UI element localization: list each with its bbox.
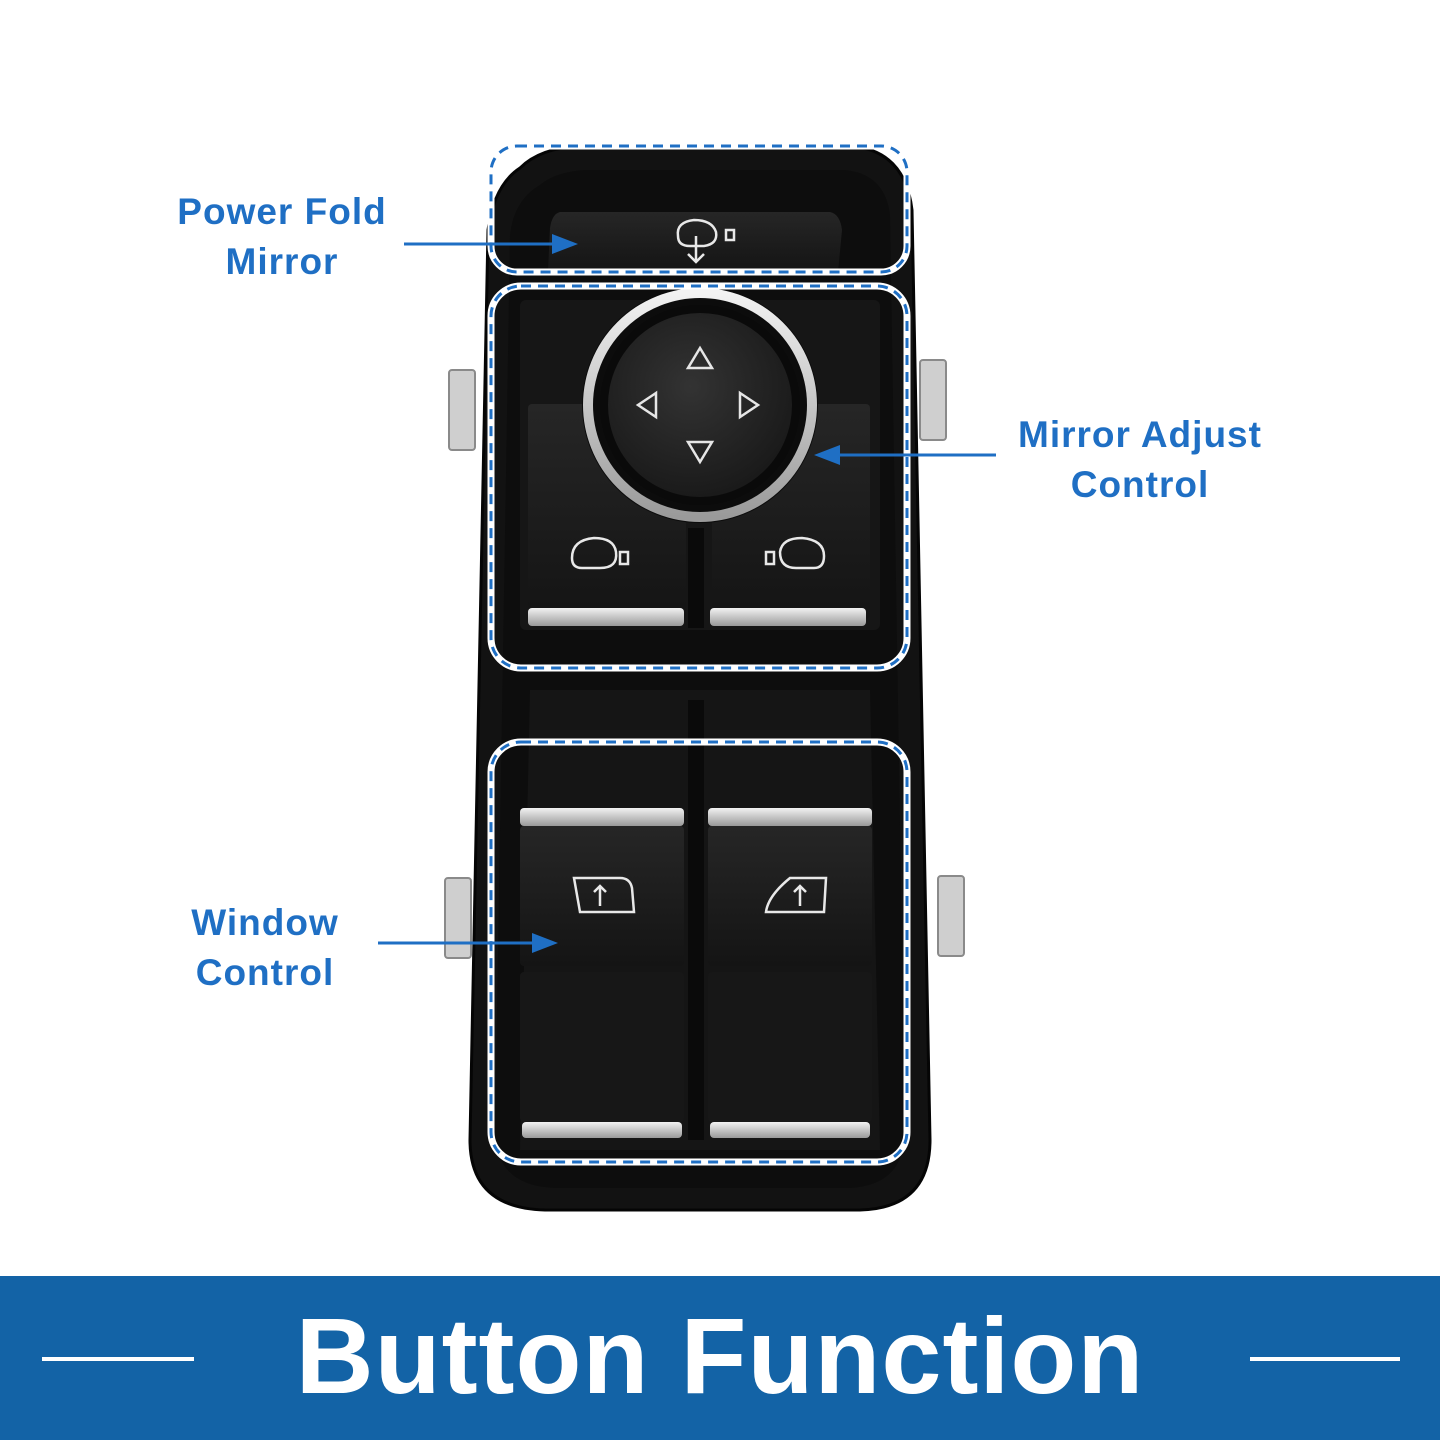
mirror-adjust-label-line1: Mirror Adjust bbox=[1018, 414, 1262, 455]
power-fold-label: Power Fold Mirror bbox=[150, 187, 414, 287]
right-mirror-icon bbox=[764, 536, 826, 570]
window-control-label: Window Control bbox=[160, 898, 370, 998]
mirror-adjust-label-line2: Control bbox=[1070, 464, 1210, 505]
window-switch-left[interactable] bbox=[520, 808, 684, 1138]
mirror-select-left-button[interactable] bbox=[528, 536, 684, 626]
mirror-adjust-arrow bbox=[814, 445, 996, 465]
mounting-clips bbox=[444, 359, 965, 959]
mirror-joystick[interactable] bbox=[582, 287, 818, 523]
arrow-right-icon bbox=[738, 390, 761, 420]
directional-pad-icon bbox=[635, 345, 761, 465]
banner-left-rule bbox=[42, 1357, 194, 1361]
window-lift-icon bbox=[764, 876, 828, 914]
arrow-down-icon bbox=[685, 440, 715, 465]
power-fold-button[interactable] bbox=[548, 212, 842, 272]
arrow-left-icon bbox=[635, 390, 658, 420]
power-fold-arrow bbox=[404, 234, 578, 254]
mirror-select-right-button[interactable] bbox=[710, 536, 866, 626]
window-switch-right[interactable] bbox=[708, 808, 872, 1138]
mirror-adjust-label: Mirror Adjust Control bbox=[990, 410, 1290, 510]
banner-title: Button Function bbox=[295, 1295, 1145, 1416]
window-control-arrow bbox=[378, 933, 558, 953]
power-fold-label-line2: Mirror bbox=[225, 241, 339, 282]
mirror-fold-icon bbox=[676, 218, 736, 264]
window-control-label-line1: Window bbox=[191, 902, 339, 943]
window-control-label-line2: Control bbox=[195, 952, 335, 993]
window-lift-icon bbox=[572, 876, 636, 914]
banner-right-rule bbox=[1250, 1357, 1400, 1361]
product-illustration: Power Fold Mirror Mirror Adjust Control … bbox=[150, 142, 1290, 1212]
left-mirror-icon bbox=[570, 536, 630, 570]
power-fold-label-line1: Power Fold bbox=[177, 191, 387, 232]
switch-panel-drawing bbox=[378, 142, 996, 1212]
arrow-up-icon bbox=[685, 345, 715, 370]
title-banner: Button Function bbox=[0, 1276, 1440, 1440]
